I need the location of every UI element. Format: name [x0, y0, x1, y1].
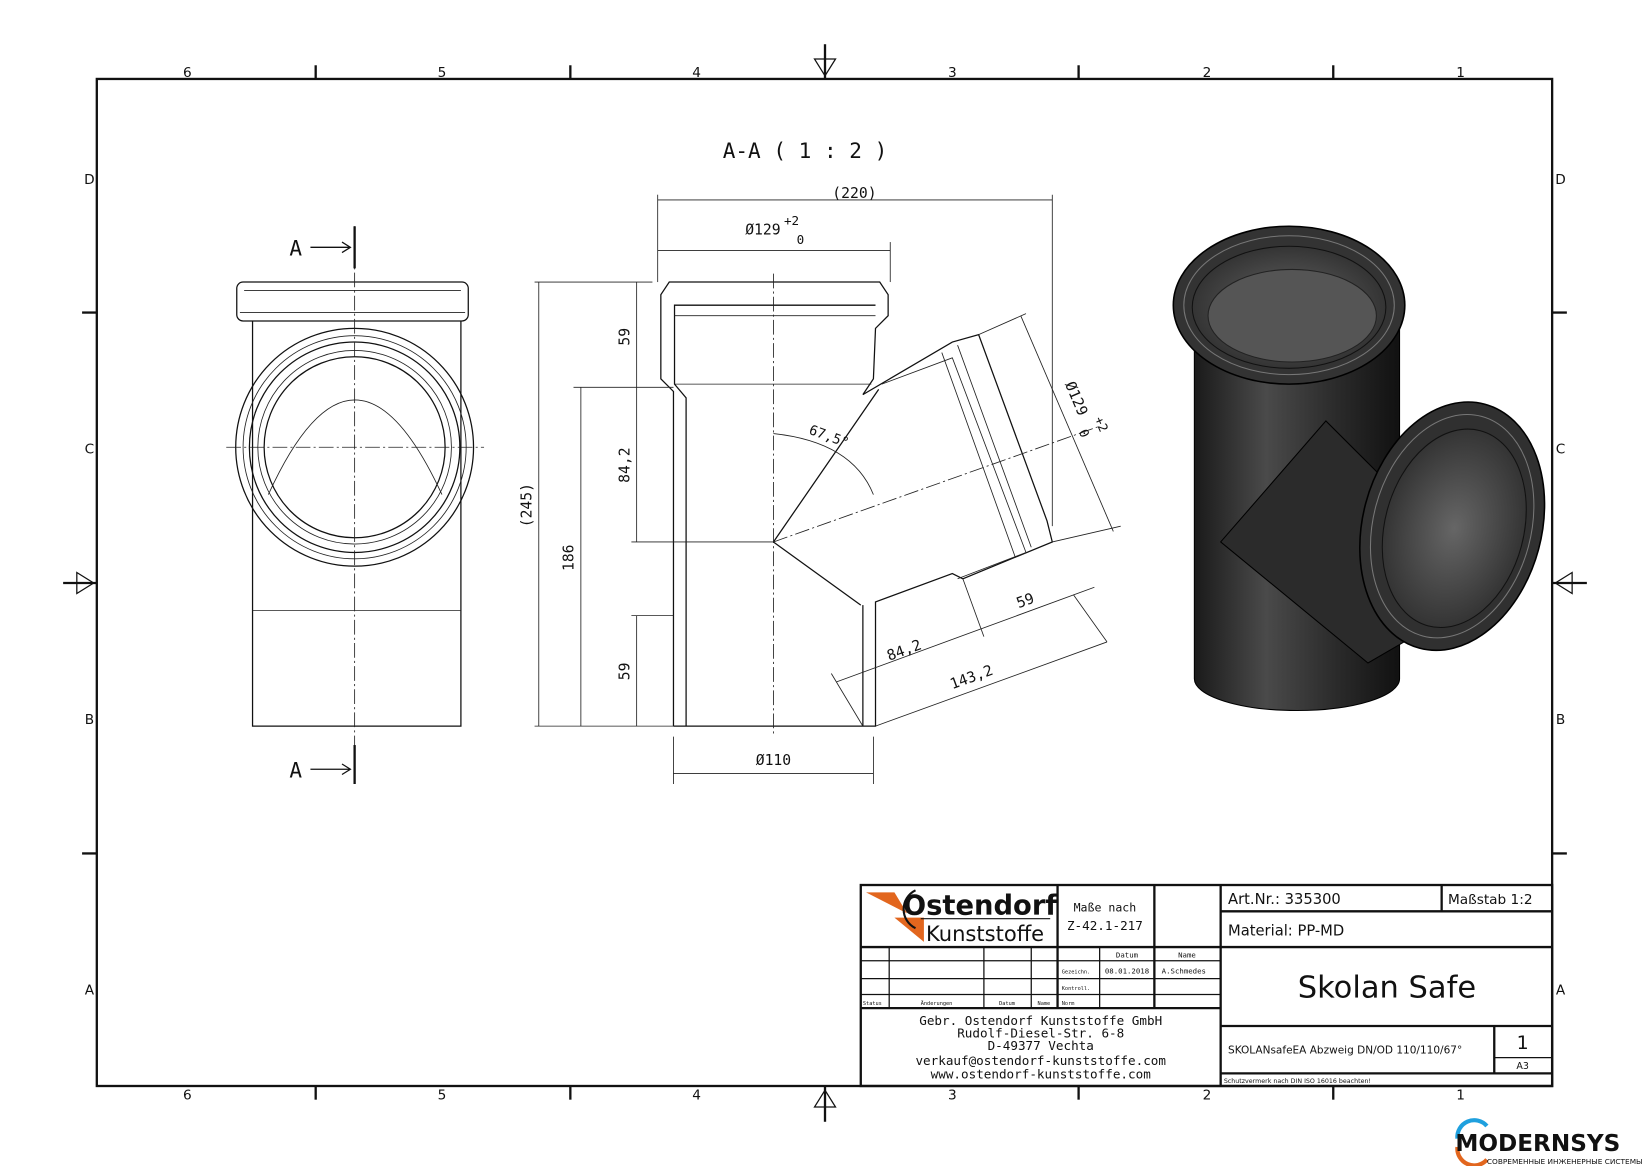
scale: Maßstab 1:2	[1448, 892, 1533, 908]
title-block: Ostendorf Kunststoffe Maße nach Z-42.1-2…	[859, 883, 1554, 1088]
article-number: Art.Nr.: 335300	[1228, 891, 1341, 908]
address-line: D-49377 Vechta	[988, 1038, 1094, 1053]
dim-overall-height: (245)	[518, 483, 535, 527]
norm-value: Z-42.1-217	[1067, 918, 1143, 933]
label-norm: Norm	[1062, 1001, 1075, 1007]
column-label: 2	[1203, 65, 1212, 81]
watermark-brand: MODERNSYS	[1455, 1131, 1620, 1157]
watermark-logo: MODERNSYS СОВРЕМЕННЫЕ ИНЖЕНЕРНЫЕ СИСТЕМЫ	[1455, 1118, 1643, 1166]
column-label: 3	[948, 65, 957, 81]
sheet-number: 1	[1517, 1032, 1529, 1054]
dim-branch-diameter: Ø129	[1061, 379, 1091, 418]
company-address: Gebr. Ostendorf Kunststoffe GmbH Rudolf-…	[915, 1013, 1166, 1082]
header-datum: Datum	[1116, 951, 1139, 960]
drawn-date: 08.01.2018	[1105, 966, 1149, 975]
dim-socket-depth-top: 59	[616, 328, 633, 346]
dim-tolerance-upper: +2	[1092, 414, 1112, 434]
column-label: 1	[1456, 1088, 1465, 1104]
column-label: 3	[948, 1088, 957, 1104]
isometric-render	[1172, 225, 1546, 711]
dim-tolerance-upper: +2	[784, 213, 799, 228]
dim-socket-diameter: Ø129	[745, 222, 780, 239]
material: Material: PP-MD	[1228, 923, 1344, 940]
dim-socket-depth-bottom: 59	[616, 663, 633, 681]
address-line: Rudolf-Diesel-Str. 6-8	[957, 1026, 1124, 1041]
row-label: B	[85, 712, 94, 728]
product-description: SKOLANsafeEA Abzweig DN/OD 110/110/67°	[1228, 1044, 1462, 1056]
label-aenderungen: Änderungen	[921, 1000, 953, 1007]
label-status: Status	[863, 1001, 882, 1007]
row-label: D	[1555, 172, 1566, 188]
dim-branch-84: 84,2	[885, 637, 924, 665]
dim-upper-height: 84,2	[616, 447, 633, 482]
column-label: 4	[692, 65, 701, 81]
column-label: 2	[1203, 1088, 1212, 1104]
dim-branch-length: 143,2	[948, 662, 995, 693]
section-marker: A	[289, 758, 302, 783]
column-label: 5	[438, 65, 447, 81]
address-line: verkauf@ostendorf-kunststoffe.com	[915, 1053, 1166, 1068]
sheet-format: A3	[1516, 1061, 1529, 1072]
row-label: A	[1556, 982, 1566, 998]
dim-tolerance-lower: 0	[1076, 427, 1093, 440]
dim-branch-socket: 59	[1014, 590, 1036, 612]
row-label: A	[85, 982, 95, 998]
dim-tolerance-lower: 0	[797, 232, 805, 247]
column-label: 1	[1456, 65, 1465, 81]
row-label: B	[1556, 712, 1565, 728]
row-label: C	[85, 442, 95, 458]
address-line: Gebr. Ostendorf Kunststoffe GmbH	[919, 1013, 1162, 1028]
angle-label: 67,5°	[807, 422, 851, 451]
product-name: Skolan Safe	[1298, 971, 1476, 1006]
company-logo: Ostendorf Kunststoffe	[866, 889, 1058, 946]
protection-notice: Schutzvermerk nach DIN ISO 16016 beachte…	[1224, 1078, 1371, 1085]
row-label: C	[1556, 442, 1566, 458]
logo-text: Ostendorf	[903, 890, 1058, 921]
center-mark-arrows	[76, 58, 1573, 1108]
dim-height-186: 186	[561, 544, 578, 571]
watermark-tagline: СОВРЕМЕННЫЕ ИНЖЕНЕРНЫЕ СИСТЕМЫ	[1487, 1157, 1643, 1166]
section-view: A-A ( 1 : 2 ) 67,5° (220) Ø129 +2 0 59 8…	[518, 138, 1121, 784]
column-label: 6	[183, 1088, 192, 1104]
label-name: Name	[1038, 1001, 1051, 1007]
label-datum: Datum	[999, 1001, 1015, 1007]
column-label: 6	[183, 65, 192, 81]
front-view: A A	[226, 226, 485, 784]
label-gezeichnet: Gezeichn.	[1062, 969, 1090, 975]
logo-subtext: Kunststoffe	[926, 921, 1044, 946]
norm-label: Maße nach	[1074, 900, 1137, 914]
header-name: Name	[1178, 951, 1196, 960]
column-label: 5	[438, 1088, 447, 1104]
label-kontroll: Kontroll.	[1062, 986, 1090, 992]
drawn-by: A.Schmedes	[1162, 966, 1206, 975]
section-title: A-A ( 1 : 2 )	[723, 138, 888, 163]
dim-pipe-diameter: Ø110	[756, 752, 791, 769]
address-line: www.ostendorf-kunststoffe.com	[931, 1067, 1151, 1082]
drawing-frame: 6 5 4 3 2 1 6 5 4 3 2 1 D C B A D C B A	[63, 44, 1587, 1122]
section-marker: A	[289, 236, 302, 261]
column-label: 4	[692, 1088, 701, 1104]
dim-overall-width: (220)	[832, 185, 876, 202]
row-label: D	[84, 172, 95, 188]
